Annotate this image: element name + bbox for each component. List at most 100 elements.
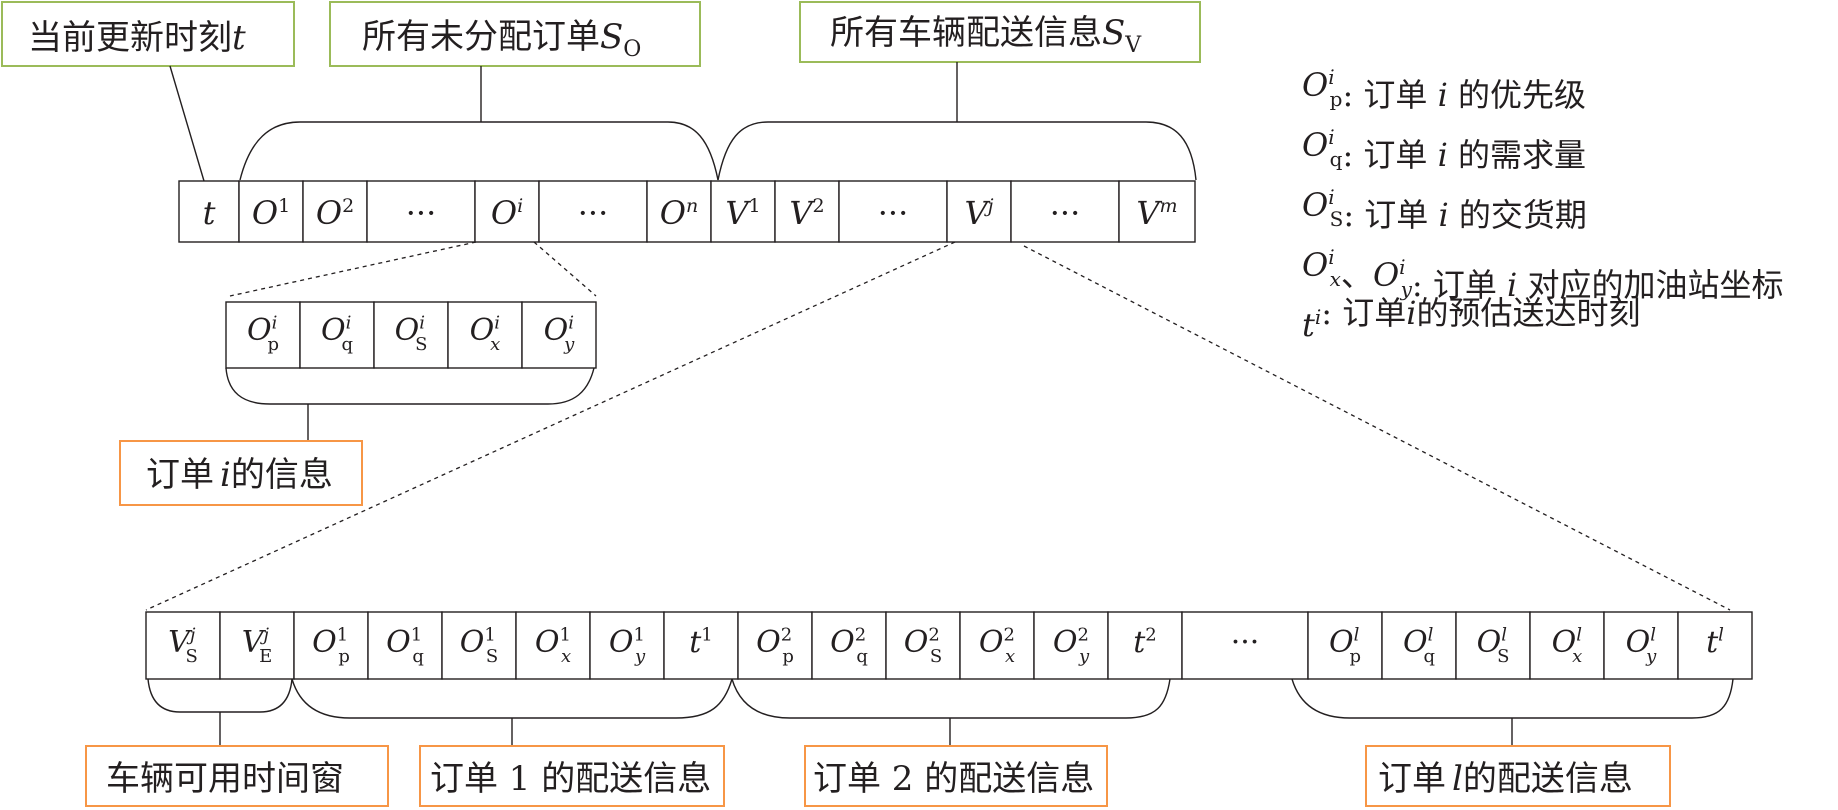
- time-window-brace: [147, 678, 293, 713]
- cell-symbol: tl: [1706, 625, 1724, 660]
- cell-symbol: t1: [689, 625, 713, 660]
- svg-text:订单 1 的配送信息: 订单 1 的配送信息: [430, 759, 711, 799]
- state-cell: ···: [838, 180, 948, 243]
- cell-symbol: On: [660, 194, 698, 232]
- state-cell: Vj: [946, 180, 1012, 243]
- state-cell: Oi: [474, 180, 540, 243]
- order2-brace: [731, 678, 1171, 719]
- cell-symbol: Vm: [1136, 194, 1177, 232]
- cell-symbol: Oi: [491, 194, 523, 232]
- vehicle-zoom-line-left: [145, 241, 956, 611]
- time-connector: [169, 65, 205, 182]
- state-cell: O1: [238, 180, 304, 243]
- state-cell: On: [646, 180, 712, 243]
- state-cell: Vm: [1118, 180, 1196, 243]
- cell-symbol: t2: [1133, 625, 1157, 660]
- vehicle-attr-cell: tl: [1677, 611, 1753, 680]
- order1-delivery-box: 订单 1 的配送信息: [419, 745, 725, 807]
- order2-delivery-box: 订单 2 的配送信息: [804, 745, 1108, 807]
- svg-text:所有未分配订单SO: 所有未分配订单SO: [362, 17, 641, 62]
- current-time-box: 当前更新时刻t: [1, 1, 295, 67]
- cell-symbol: ···: [1050, 194, 1081, 232]
- orders-brace: [239, 121, 719, 181]
- state-cell: ···: [366, 180, 476, 243]
- vehicle-info-box: 所有车辆配送信息SV: [799, 1, 1201, 63]
- cell-symbol: ···: [878, 194, 909, 232]
- state-cell: ···: [1010, 180, 1120, 243]
- vehicles-brace: [717, 121, 1197, 181]
- state-cell: V1: [710, 180, 776, 243]
- svg-text:订单 2 的配送信息: 订单 2 的配送信息: [813, 759, 1094, 799]
- state-cell: t: [178, 180, 240, 243]
- vehicle-window-box: 车辆可用时间窗: [85, 745, 389, 807]
- vehicle-attr-cell: t2: [1107, 611, 1183, 680]
- svg-text:所有车辆配送信息SV: 所有车辆配送信息SV: [830, 13, 1142, 58]
- cell-symbol: Vj: [964, 194, 993, 232]
- vehicle-attr-cell: t1: [663, 611, 739, 680]
- svg-text:车辆可用时间窗: 车辆可用时间窗: [106, 759, 344, 799]
- cell-symbol: ···: [406, 194, 437, 232]
- legend-item: ti: 订单i的预估送达时刻: [1302, 294, 1640, 344]
- unassigned-orders-box: 所有未分配订单SO: [329, 1, 701, 67]
- cell-symbol: O1: [252, 194, 290, 232]
- state-cell: ···: [538, 180, 648, 243]
- zoom-line-left: [229, 241, 477, 297]
- state-cell: V2: [774, 180, 840, 243]
- cell-symbol: O2: [316, 194, 354, 232]
- cell-symbol: ···: [578, 194, 609, 232]
- order1-brace: [291, 678, 733, 719]
- zoom-line-right: [533, 241, 597, 297]
- state-cell: O2: [302, 180, 368, 243]
- cell-symbol: t: [203, 194, 216, 232]
- svg-text:当前更新时刻t: 当前更新时刻t: [28, 18, 246, 58]
- order-info-brace: [225, 367, 595, 405]
